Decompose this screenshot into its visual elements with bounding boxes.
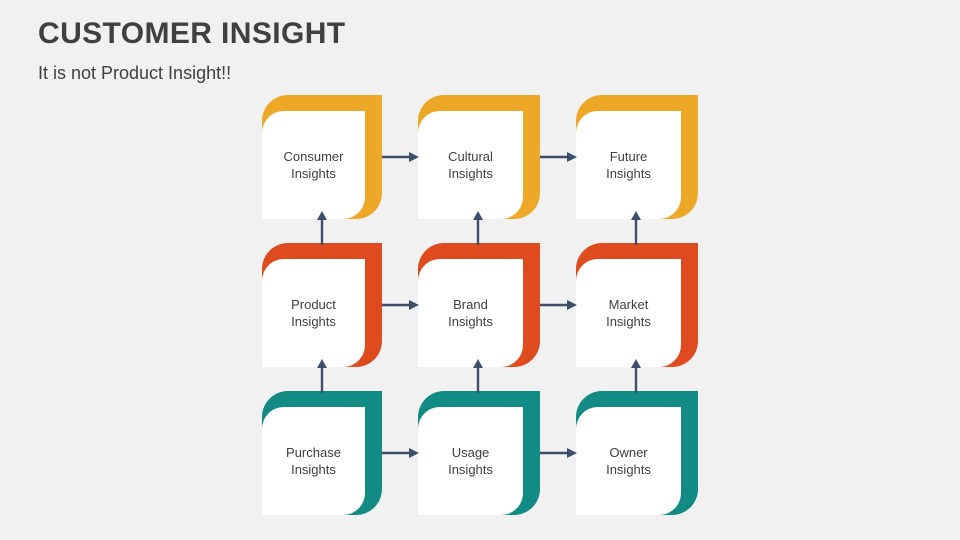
arrow-usage-to-owner	[540, 446, 578, 460]
arrow-purchase-to-product	[315, 359, 329, 393]
card-face: Consumer Insights	[262, 111, 365, 219]
arrow-consumer-to-cultural	[382, 150, 420, 164]
arrow-usage-to-brand	[471, 359, 485, 393]
arrow-market-to-future	[629, 211, 643, 245]
card-face: Future Insights	[576, 111, 681, 219]
arrow-brand-to-cultural	[471, 211, 485, 245]
card-consumer-insights[interactable]: Consumer Insights	[262, 95, 382, 219]
card-label: Product Insights	[291, 297, 336, 329]
card-label: Purchase Insights	[286, 445, 341, 477]
card-cultural-insights[interactable]: Cultural Insights	[418, 95, 540, 219]
card-label: Market Insights	[606, 297, 651, 329]
card-label: Brand Insights	[448, 297, 493, 329]
card-label: Usage Insights	[448, 445, 493, 477]
card-owner-insights[interactable]: Owner Insights	[576, 391, 698, 515]
arrow-product-to-consumer	[315, 211, 329, 245]
arrow-product-to-brand	[382, 298, 420, 312]
card-usage-insights[interactable]: Usage Insights	[418, 391, 540, 515]
card-face: Owner Insights	[576, 407, 681, 515]
card-face: Usage Insights	[418, 407, 523, 515]
card-label: Owner Insights	[606, 445, 651, 477]
card-face: Product Insights	[262, 259, 365, 367]
header: CUSTOMER INSIGHT It is not Product Insig…	[38, 14, 346, 86]
card-face: Cultural Insights	[418, 111, 523, 219]
arrow-brand-to-market	[540, 298, 578, 312]
card-brand-insights[interactable]: Brand Insights	[418, 243, 540, 367]
card-face: Purchase Insights	[262, 407, 365, 515]
card-market-insights[interactable]: Market Insights	[576, 243, 698, 367]
card-label: Future Insights	[606, 149, 651, 181]
card-product-insights[interactable]: Product Insights	[262, 243, 382, 367]
page-subtitle: It is not Product Insight!!	[38, 63, 232, 83]
page-title: CUSTOMER INSIGHT	[38, 17, 346, 50]
arrow-cultural-to-future	[540, 150, 578, 164]
card-label: Cultural Insights	[448, 149, 493, 181]
card-face: Market Insights	[576, 259, 681, 367]
arrow-purchase-to-usage	[382, 446, 420, 460]
card-purchase-insights[interactable]: Purchase Insights	[262, 391, 382, 515]
card-future-insights[interactable]: Future Insights	[576, 95, 698, 219]
arrow-owner-to-market	[629, 359, 643, 393]
card-face: Brand Insights	[418, 259, 523, 367]
card-label: Consumer Insights	[283, 149, 344, 181]
